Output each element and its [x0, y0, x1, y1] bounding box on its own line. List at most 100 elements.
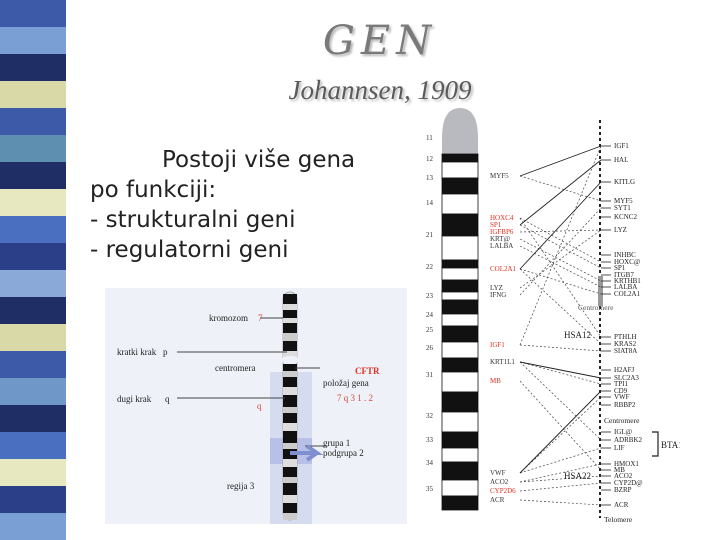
strip-cell — [0, 270, 66, 297]
chromosome-band — [283, 467, 297, 477]
left-gene-label: HOXC4 — [490, 214, 514, 222]
label-centromere-mid: Centromere — [604, 416, 640, 425]
homology-link-solid — [519, 159, 602, 226]
strip-cell — [0, 297, 66, 324]
label-telomere: Telomere — [604, 515, 633, 524]
idiogram-band — [441, 391, 479, 413]
strip-cell — [0, 486, 66, 513]
right-gene-label: KRTHB1 — [614, 277, 641, 285]
chromosome-band — [283, 371, 297, 377]
homology-link — [519, 217, 602, 338]
homology-link — [519, 499, 602, 506]
right-gene-label: INHBC — [614, 251, 636, 259]
label-kratki-krak: kratki krak — [117, 347, 157, 357]
homology-link-solid — [519, 145, 602, 177]
idiogram-band — [441, 313, 479, 327]
mark-q-long: q — [257, 401, 262, 411]
homology-link — [519, 268, 602, 295]
right-gene-label: SIAT8A — [614, 347, 637, 355]
band-number: 22 — [426, 263, 434, 271]
band-number: 11 — [426, 134, 433, 142]
band-number: 35 — [426, 485, 434, 493]
label-gene-cftr: CFTR — [355, 366, 380, 376]
label-centromere-right: Centromere — [578, 303, 614, 312]
idiogram-band — [441, 299, 479, 315]
label-bta17: BTA17 — [661, 440, 680, 450]
left-gene-label: IGF1 — [490, 341, 505, 349]
chromosome-band — [283, 323, 297, 333]
right-gene-label: LIF — [614, 444, 625, 452]
right-gene-label: ACO2 — [614, 472, 633, 480]
body-line: Postoji više gena — [162, 147, 356, 173]
label-polozaj-code: 7 q 3 1 . 2 — [337, 393, 373, 403]
band-number: 32 — [426, 412, 434, 420]
body-line: po funkciji: — [90, 177, 217, 203]
chromosome-band — [283, 407, 297, 413]
homology-link — [519, 175, 602, 202]
idiogram-band — [441, 193, 479, 215]
right-gene-label: IGF1 — [614, 142, 629, 150]
right-gene-label: KCNC2 — [614, 213, 637, 221]
right-gene-label: SP1 — [614, 264, 626, 272]
right-gene-label: ITGB7 — [614, 271, 634, 279]
left-gene-label: ACR — [490, 496, 505, 504]
right-gene-label: HOXC@ — [614, 258, 641, 266]
label-grupa: grupa 1 — [323, 438, 350, 448]
right-gene-label: SYT1 — [614, 204, 631, 212]
strip-cell — [0, 432, 66, 459]
homology-link — [519, 229, 602, 289]
homology-link — [519, 396, 602, 474]
strip-cell — [0, 513, 66, 540]
idiogram — [441, 153, 479, 511]
right-gene-label: BZRP — [614, 486, 632, 494]
label-podgrupa: podgrupa 2 — [323, 448, 364, 458]
chromosome-band — [283, 377, 297, 387]
body-text: Postoji više gena po funkciji: - struktu… — [90, 145, 355, 265]
right-gene-labels: IGF1HALKITLGMYF5SYT1KCNC2LYZINHBCHOXC@SP… — [601, 142, 643, 509]
idiogram-band — [441, 461, 479, 481]
idiogram-band — [441, 341, 479, 359]
idiogram-band — [441, 213, 479, 237]
band-number: 12 — [426, 155, 434, 163]
label-centromera: centromera — [215, 363, 255, 373]
homology-link — [519, 361, 602, 385]
idiogram-band — [441, 153, 479, 163]
left-gene-label: ACO2 — [490, 478, 509, 486]
left-gene-label: COL2A1 — [490, 265, 517, 273]
idiogram-band — [441, 447, 479, 463]
chromosome-band — [283, 341, 297, 351]
decorative-strip — [0, 0, 66, 540]
chromosome-band — [283, 413, 297, 423]
chromosome-band — [283, 459, 297, 467]
strip-cell — [0, 351, 66, 378]
idiogram-band — [441, 161, 479, 179]
band-number: 25 — [426, 326, 434, 334]
homology-link — [519, 229, 602, 233]
idiogram-band — [441, 371, 479, 393]
centromere-pinch — [281, 356, 299, 364]
right-gene-label: LALBA — [614, 283, 637, 291]
mark-7: 7 — [258, 313, 263, 323]
strip-cell — [0, 0, 66, 27]
homology-link — [519, 463, 602, 483]
chromosome-band — [283, 364, 297, 371]
bta17-bracket — [652, 431, 659, 457]
body-line: - strukturalni geni — [90, 207, 296, 233]
band-number: 14 — [426, 199, 434, 207]
right-gene-label: VWF — [614, 393, 630, 401]
chromosome-band — [283, 513, 297, 520]
left-gene-label: LALBA — [490, 242, 513, 250]
chromosome-band — [283, 351, 297, 359]
strip-cell — [0, 108, 66, 135]
left-gene-label: SP1 — [490, 221, 502, 229]
chromosome-anatomy-diagram: kromozom 7 kratki krak p centromera dugi… — [105, 288, 407, 524]
label-dugi-krak: dugi krak — [117, 394, 152, 404]
strip-cell — [0, 243, 66, 270]
left-gene-label: IFNG — [490, 291, 506, 299]
idiogram-band — [441, 291, 479, 301]
right-gene-label: RBBP2 — [614, 401, 636, 409]
right-gene-label: MB — [614, 466, 625, 474]
strip-cell — [0, 54, 66, 81]
